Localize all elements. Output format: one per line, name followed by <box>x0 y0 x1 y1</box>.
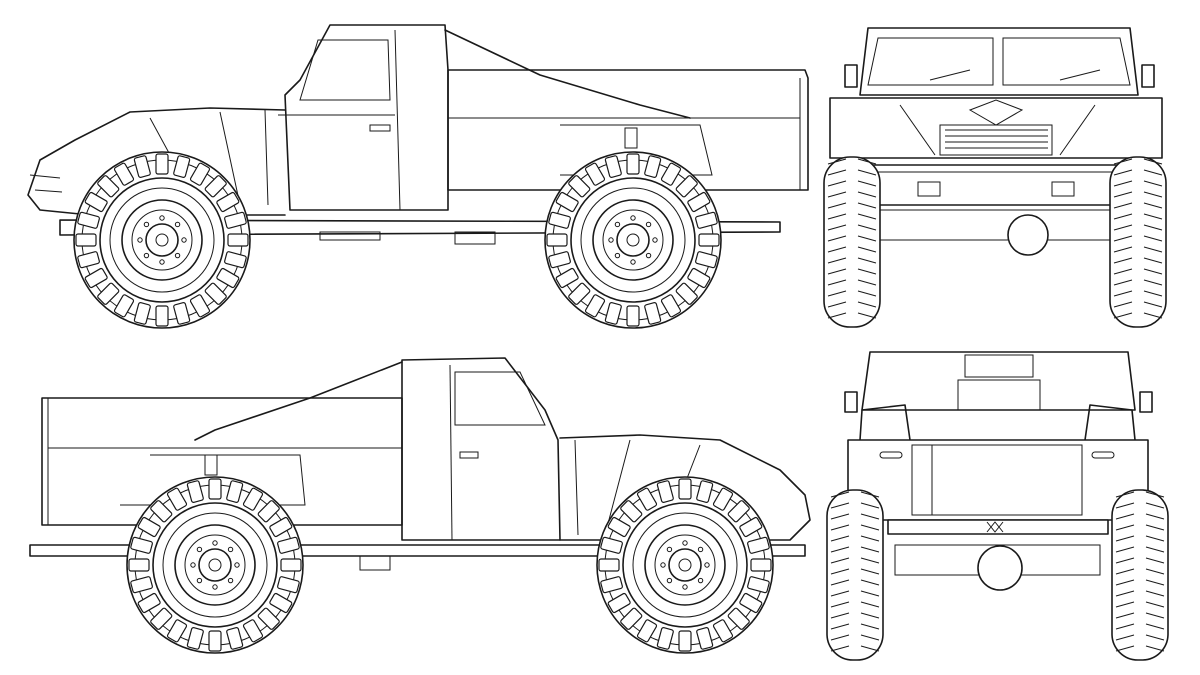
side-view-left <box>27 24 809 329</box>
hood <box>559 434 811 541</box>
front-left-tyre <box>823 156 881 328</box>
front-body <box>829 97 1163 159</box>
cab-window <box>299 39 391 101</box>
cab <box>284 24 449 211</box>
tailgate <box>847 439 1149 521</box>
front-view <box>823 27 1167 328</box>
side-view-right <box>29 357 811 654</box>
differential <box>977 545 1023 591</box>
hood <box>27 107 286 216</box>
rear-right-tyre <box>1111 489 1169 661</box>
chassis-rail <box>59 219 781 236</box>
windshield <box>859 27 1139 96</box>
front-bumper <box>857 164 1135 206</box>
differential <box>1007 214 1049 256</box>
front-wheel <box>596 476 774 654</box>
rear-bumper <box>887 519 1109 535</box>
cab-rear <box>861 351 1136 411</box>
front-wheel <box>73 151 251 329</box>
front-right-tyre <box>1109 156 1167 328</box>
cab-window <box>454 371 546 426</box>
rear-view <box>826 351 1169 661</box>
rear-wheel <box>544 151 722 329</box>
rear-wheel <box>126 476 304 654</box>
chassis-rail <box>29 544 806 557</box>
cab <box>401 357 561 541</box>
rear-left-tyre <box>826 489 884 661</box>
roll-bars <box>859 404 1136 441</box>
